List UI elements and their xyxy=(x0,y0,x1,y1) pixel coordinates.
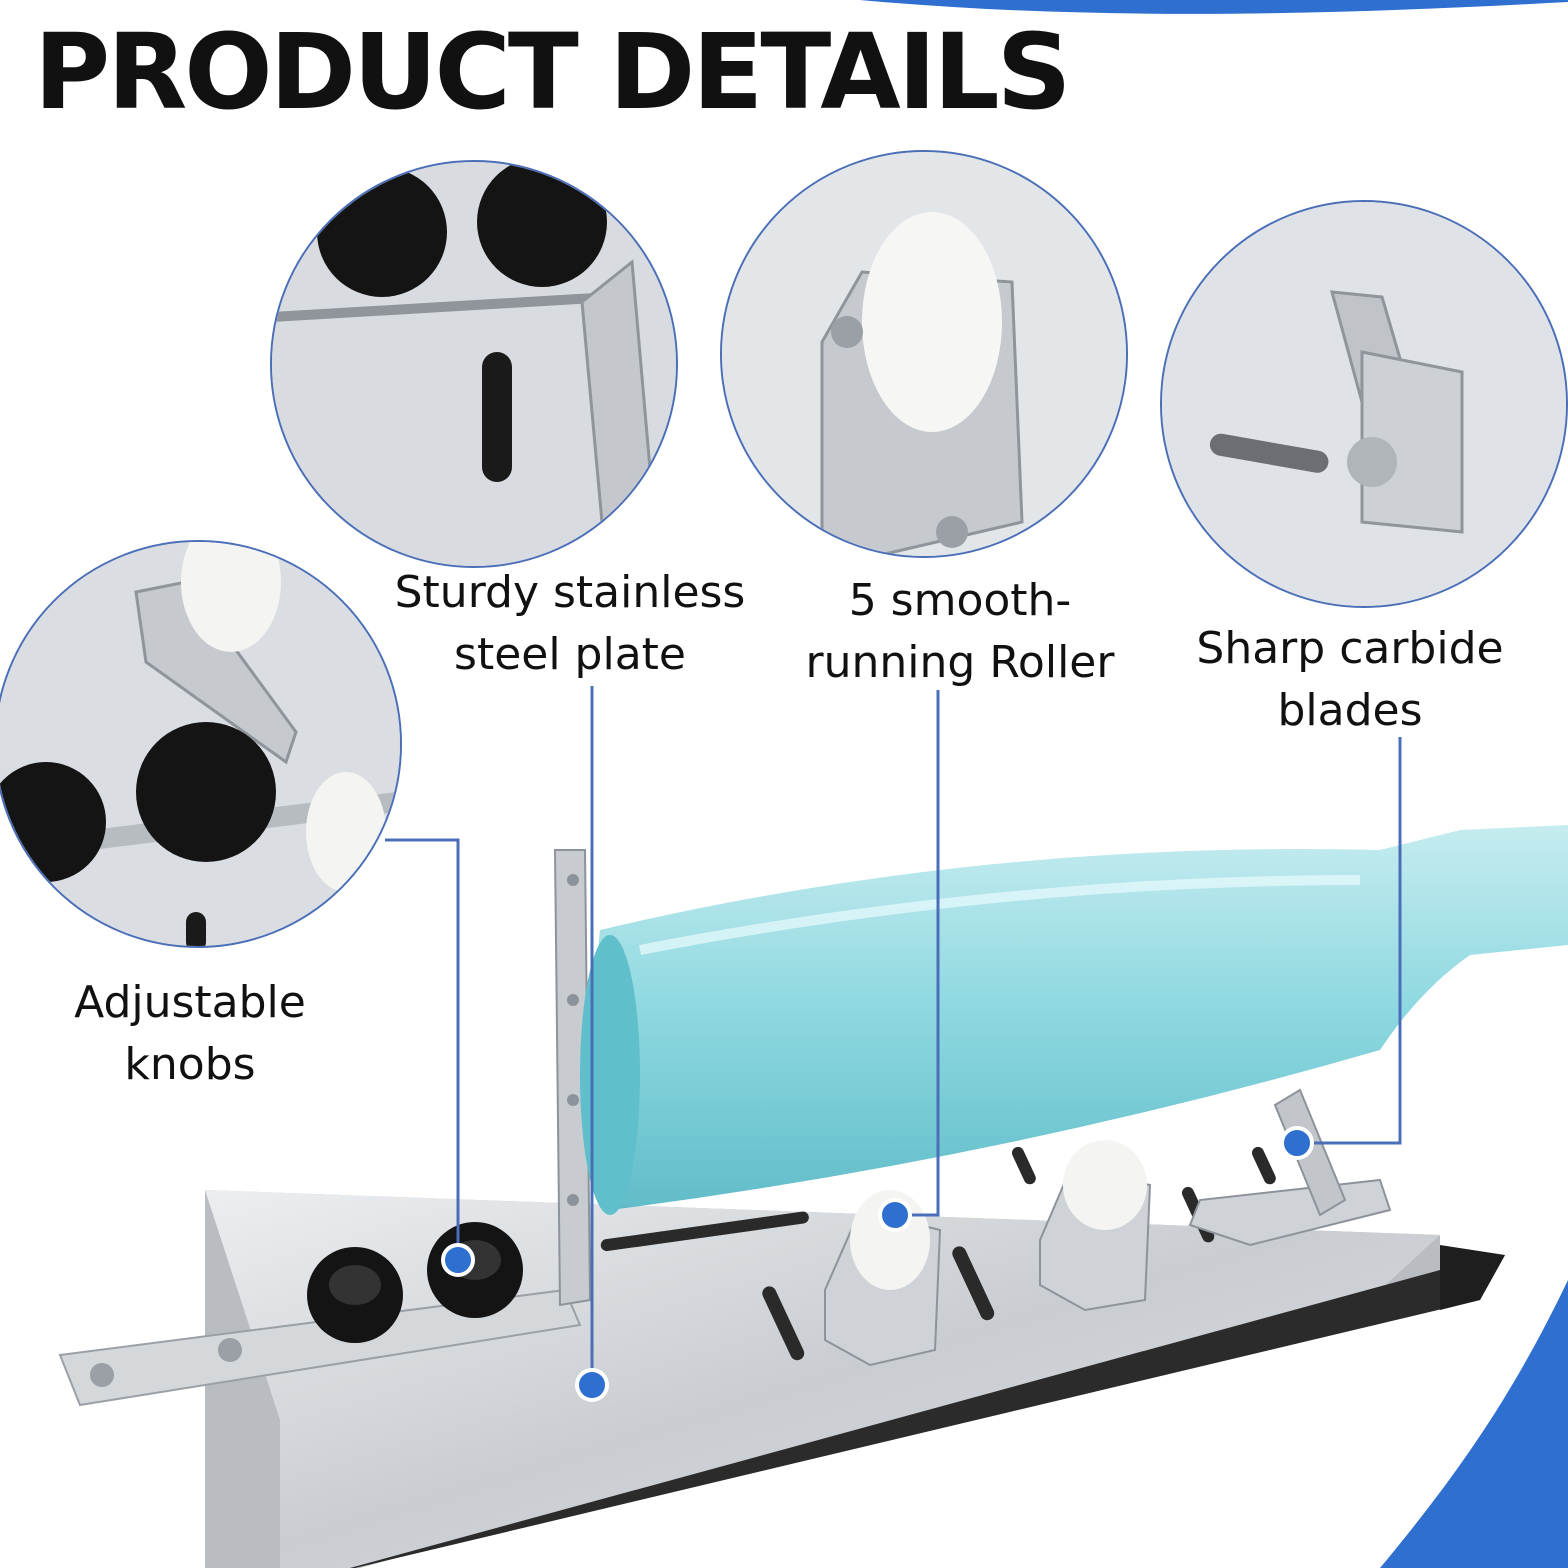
detail-circle-blade xyxy=(1160,200,1568,608)
callout-blade-line1: Sharp carbide xyxy=(1196,623,1504,674)
page-title: PRODUCT DETAILS xyxy=(34,11,1072,133)
callout-dot-roller xyxy=(878,1198,912,1232)
glass-bottle xyxy=(580,825,1568,1215)
detail-circle-roller xyxy=(720,150,1128,558)
callout-knobs-line2: knobs xyxy=(124,1039,256,1090)
detail-circle-knobs-side xyxy=(0,540,402,948)
callout-plate: Sturdy stainless steel plate xyxy=(380,562,760,686)
detail-circle-knobs-top xyxy=(270,160,678,568)
callout-blade: Sharp carbide blades xyxy=(1180,618,1520,742)
callout-roller-line1: 5 smooth- xyxy=(848,575,1072,626)
callout-knobs: Adjustable knobs xyxy=(50,972,330,1096)
callout-roller-line2: running Roller xyxy=(805,637,1115,688)
callout-knobs-line1: Adjustable xyxy=(74,977,306,1028)
callout-dot-plate xyxy=(575,1368,609,1402)
callout-plate-line2: steel plate xyxy=(454,629,686,680)
callout-dot-knobs xyxy=(441,1243,475,1277)
callout-plate-line1: Sturdy stainless xyxy=(394,567,746,618)
callout-roller: 5 smooth- running Roller xyxy=(780,570,1140,694)
stop-plate xyxy=(553,849,592,1307)
rollers xyxy=(824,1140,1152,1367)
callout-dot-blade xyxy=(1280,1126,1314,1160)
callout-blade-line2: blades xyxy=(1277,685,1423,736)
